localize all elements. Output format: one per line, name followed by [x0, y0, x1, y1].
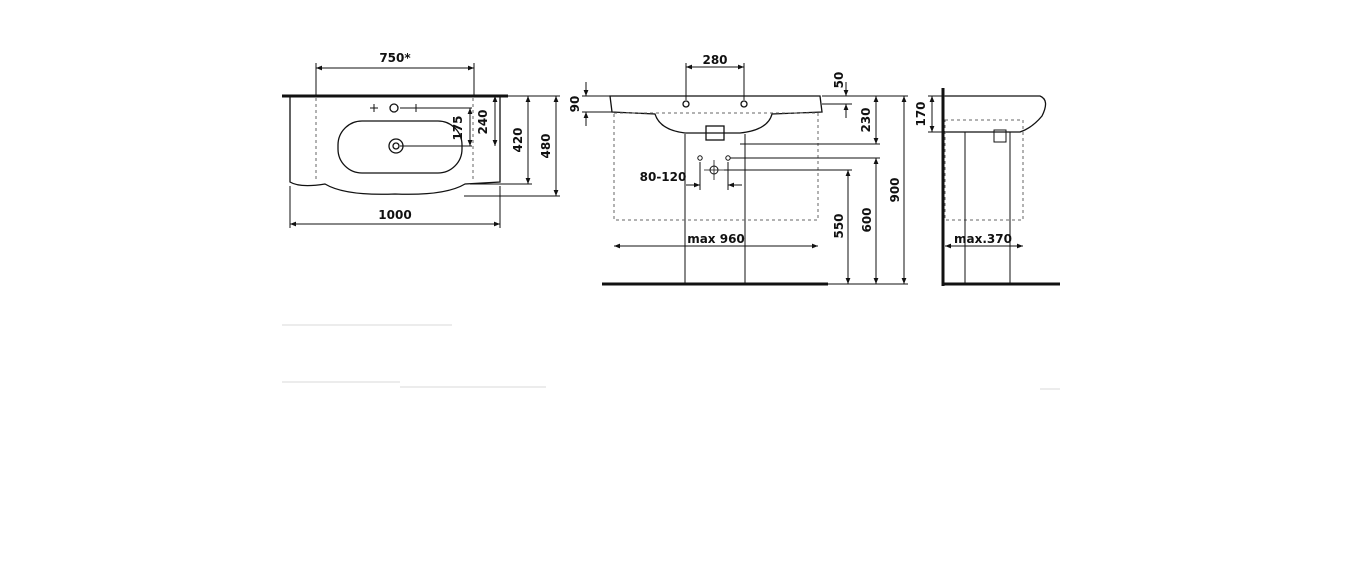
dim-600: 600 [860, 207, 874, 232]
faint-mark [282, 324, 452, 326]
dim-max-960: max 960 [687, 232, 745, 246]
dim-900: 900 [888, 177, 902, 202]
tap-hole-right [740, 100, 748, 108]
side-cabinet-outline [944, 119, 1024, 221]
dim-750: 750* [379, 51, 411, 65]
basin-outline [289, 96, 501, 195]
dim-280: 280 [702, 53, 727, 67]
dim-80-120: 80-120 [640, 170, 687, 184]
faint-mark [400, 386, 546, 388]
siphon [705, 125, 725, 141]
dim-90: 90 [568, 96, 582, 113]
drain-inner [392, 142, 400, 150]
faint-mark [282, 381, 400, 383]
faint-mark [1040, 388, 1060, 390]
front-view [582, 63, 908, 286]
dim-480: 480 [539, 133, 553, 158]
basin-front-outline [609, 95, 823, 134]
side-view [928, 88, 1060, 286]
dim-420: 420 [511, 127, 525, 152]
bowl-outline [337, 120, 463, 174]
top-view [282, 63, 560, 228]
dim-230: 230 [859, 107, 873, 132]
dim-max-370: max.370 [954, 232, 1012, 246]
basin-side-outline [945, 95, 1047, 133]
tap-hole-left [682, 100, 690, 108]
tap-hole [389, 103, 399, 113]
dim-1000: 1000 [378, 208, 411, 222]
pedestal [684, 134, 746, 285]
dim-170: 170 [914, 101, 928, 126]
cabinet-outline [613, 112, 819, 221]
dim-175: 175 [451, 115, 465, 140]
dim-240: 240 [476, 109, 490, 134]
dim-550: 550 [832, 213, 846, 238]
dim-50: 50 [832, 72, 846, 89]
